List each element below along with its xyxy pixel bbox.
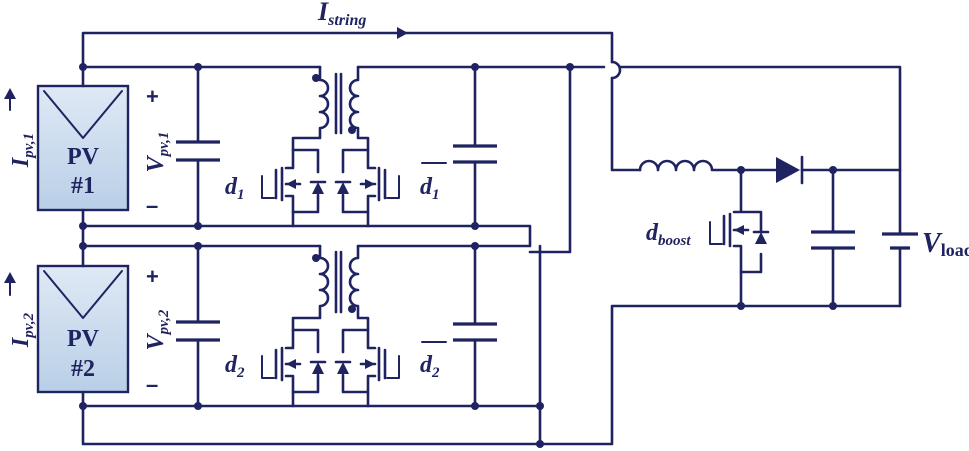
svg-text:PV: PV: [67, 144, 100, 170]
svg-text:#2: #2: [71, 356, 95, 382]
transformer-2-primary-coil: [291, 244, 330, 332]
mosfet-d1: [261, 148, 327, 228]
switch-d2-bar-label: d2: [420, 352, 440, 381]
pv-panel-1: PV #1: [36, 84, 130, 212]
pv2-plus-sign: +: [146, 264, 159, 289]
string-return-wire: [81, 304, 902, 446]
svg-text:Ipv,1: Ipv,1: [8, 133, 37, 168]
pv1-plus-sign: +: [146, 84, 159, 109]
pv2-bottom-rail: [81, 244, 542, 408]
output-bus-top: [568, 65, 902, 236]
transformer-2-secondary-coil: [348, 244, 370, 332]
mosfet-d2-bar: [334, 328, 400, 408]
transformer-1-primary-coil: [291, 65, 330, 152]
mosfet-dboost: [709, 168, 770, 308]
switch-d1-bar-label: d1: [420, 174, 440, 203]
boost-inductor: [638, 159, 778, 172]
svg-text:Ipv,2: Ipv,2: [8, 312, 37, 348]
pv2-voltage-label: Vpv,2: [143, 309, 172, 350]
pv1-voltage-label: Vpv,1: [143, 132, 172, 173]
pv1-current-label: Ipv,1: [8, 133, 37, 168]
string-current-arrow-icon: [397, 27, 408, 39]
switch-dboost-label: dboost: [646, 220, 691, 249]
mosfet-d1-bar: [334, 148, 400, 228]
svg-text:PV: PV: [67, 326, 100, 352]
svg-text:#1: #1: [71, 173, 95, 199]
pv1-current-arrow-icon: [4, 88, 16, 111]
wire-crossover-hop: [610, 60, 622, 80]
pv1-output-link: [528, 65, 572, 254]
transformer-1-secondary-coil: [348, 65, 370, 152]
string-current-label: Istring: [317, 0, 366, 29]
pv2-minus-sign: –: [146, 372, 158, 397]
pv1-top-rail: [81, 65, 322, 88]
switch-d1-label: d1: [225, 174, 245, 203]
pv2-current-label: Ipv,2: [8, 312, 37, 348]
output-capacitor-1: [453, 144, 497, 164]
boost-diode: [776, 155, 902, 185]
svg-text:Vpv,1: Vpv,1: [143, 132, 172, 173]
pv2-input-capacitor: [176, 320, 220, 342]
string-wire-down: [610, 76, 642, 172]
output-capacitor-2: [453, 322, 497, 342]
pv1-input-capacitor: [176, 140, 220, 162]
string-current-wire: [81, 31, 614, 69]
switch-d2-label: d2: [225, 352, 245, 381]
pv-panel-2: PV #2: [36, 264, 130, 394]
load-voltage-label: Vload: [922, 228, 969, 260]
pv1-minus-sign: –: [146, 193, 158, 218]
svg-text:Vpv,2: Vpv,2: [143, 309, 172, 350]
pv2-current-arrow-icon: [4, 272, 16, 296]
mosfet-d2: [261, 328, 327, 408]
boost-output-capacitor: [811, 230, 855, 250]
